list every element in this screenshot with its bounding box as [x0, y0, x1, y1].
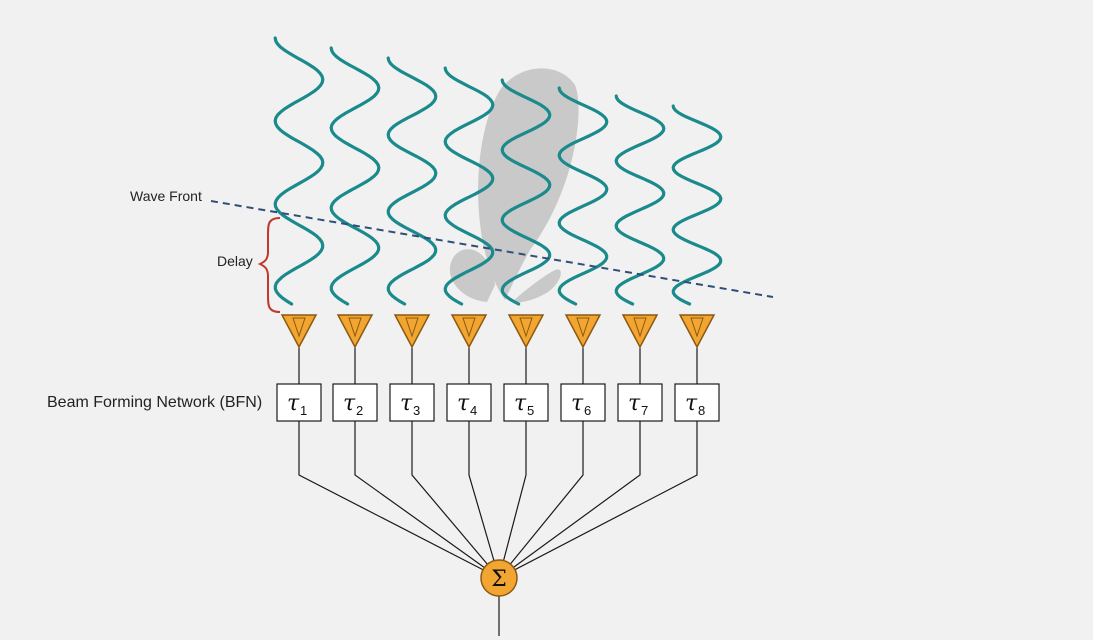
delay-subscript: 7 [641, 403, 648, 418]
wave-front-label: Wave Front [130, 188, 202, 204]
wave-front-layer [210, 200, 774, 313]
combiner-line [411, 421, 500, 579]
antenna-element [393, 314, 431, 349]
incoming-wave [671, 104, 723, 306]
antenna-element [621, 314, 659, 349]
antenna-inner-mark [292, 317, 306, 338]
delay-symbol: τ [514, 391, 527, 416]
antenna-inner-mark [405, 317, 419, 338]
incoming-waves-layer [273, 36, 723, 306]
delay-subscript: 3 [413, 403, 420, 418]
antenna-inner-mark [690, 317, 704, 338]
antenna-element [564, 314, 602, 349]
antenna-array-layer [280, 314, 716, 349]
beam-side-lobe-right [512, 269, 561, 303]
delay-box [446, 383, 492, 422]
incoming-wave [443, 66, 495, 306]
wiring-layer [298, 345, 698, 636]
combiner-line [498, 421, 584, 579]
antenna-inner-mark [348, 317, 362, 338]
delay-subscript: 1 [300, 403, 307, 418]
combiner-line [498, 421, 698, 579]
delay-symbol: τ [457, 391, 470, 416]
delay-box [674, 383, 720, 422]
sigma-icon: Σ [491, 567, 507, 592]
incoming-wave [614, 94, 666, 306]
antenna-inner-mark [576, 317, 590, 338]
combiner-line [498, 421, 641, 579]
delay-symbol: τ [287, 391, 300, 416]
combiner-line [468, 421, 500, 579]
antenna-element [450, 314, 488, 349]
bfn-label: Beam Forming Network (BFN) [47, 394, 262, 411]
delay-box [560, 383, 606, 422]
delay-subscript: 2 [356, 403, 363, 418]
incoming-wave [273, 36, 325, 306]
delay-symbol: τ [628, 391, 641, 416]
delay-box [503, 383, 549, 422]
delay-box [276, 383, 322, 422]
antenna-inner-mark [462, 317, 476, 338]
antenna-element [678, 314, 716, 349]
incoming-wave [386, 56, 438, 306]
summer-layer: Σ [480, 559, 518, 597]
delay-symbol: τ [400, 391, 413, 416]
antenna-element [507, 314, 545, 349]
delay-symbol: τ [685, 391, 698, 416]
delay-subscript: 6 [584, 403, 591, 418]
antenna-element [336, 314, 374, 349]
beam-pattern-layer [449, 68, 579, 303]
incoming-wave [557, 86, 609, 306]
delay-subscript: 5 [527, 403, 534, 418]
delay-label: Delay [217, 253, 253, 269]
combiner-line [498, 421, 527, 579]
beam-main-lobe [478, 68, 579, 300]
delay-box [389, 383, 435, 422]
delay-symbol: τ [571, 391, 584, 416]
antenna-inner-mark [519, 317, 533, 338]
summer-circle [480, 559, 518, 597]
delay-symbol: τ [343, 391, 356, 416]
delay-box [332, 383, 378, 422]
antenna-element [280, 314, 318, 349]
incoming-wave [329, 46, 381, 306]
delay-brace [257, 217, 281, 313]
incoming-wave [500, 78, 552, 306]
delay-subscript: 8 [698, 403, 705, 418]
combiner-line [354, 421, 500, 579]
antenna-inner-mark [633, 317, 647, 338]
delay-subscript: 4 [470, 403, 477, 418]
delay-box [617, 383, 663, 422]
combiner-line [298, 421, 500, 579]
